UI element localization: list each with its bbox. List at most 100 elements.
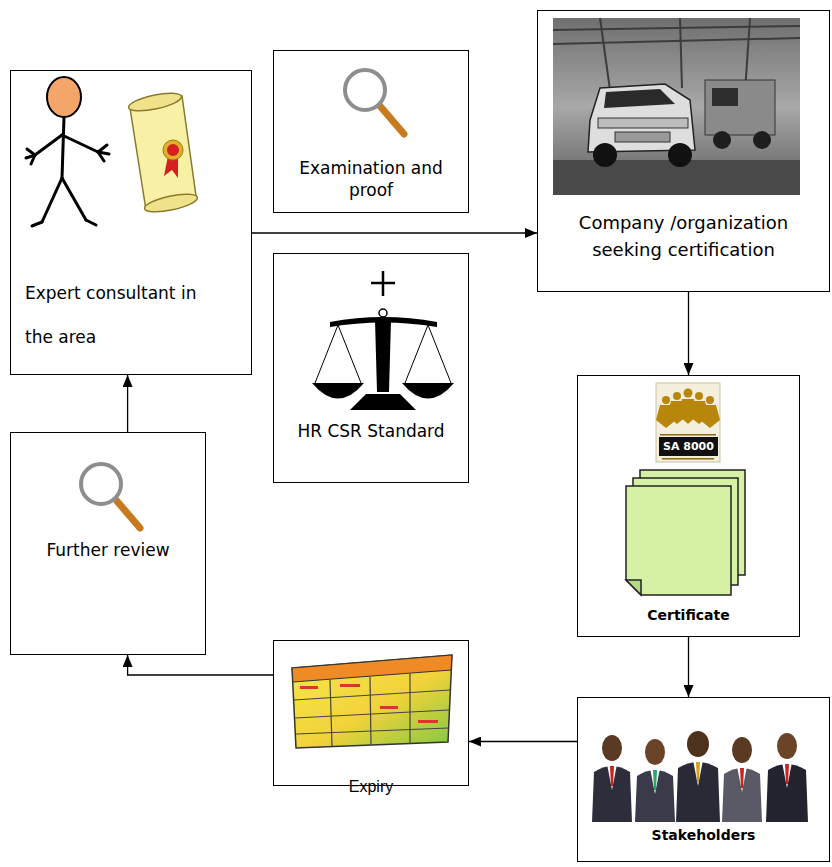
magnifier-icon-part [116, 500, 140, 528]
node-text: Company /organization seeking certificat… [548, 209, 819, 263]
stick-figure-part [62, 178, 86, 220]
stick-figure-part [47, 77, 81, 117]
calendar-icon-part [300, 684, 438, 723]
calendar-icon-part [330, 680, 332, 746]
sa8000-logo-part [662, 396, 670, 404]
people-illustration-part [645, 739, 665, 765]
people-illustration-part [696, 762, 700, 782]
calendar-icon [292, 655, 452, 748]
stick-figure-part [31, 155, 35, 164]
people-illustration-part [592, 735, 632, 822]
people-illustration-part [635, 770, 675, 822]
factory-photo-part [713, 131, 731, 149]
stick-figure-part [42, 178, 62, 222]
scales-icon-part [402, 383, 454, 399]
people-illustration-part [722, 768, 762, 822]
calendar-icon-part [418, 720, 438, 723]
scales-icon-part [375, 320, 391, 392]
stick-figure [26, 77, 109, 226]
people-illustration-part [650, 768, 660, 794]
people-illustration-part [676, 762, 720, 822]
people-illustration-part [766, 733, 808, 822]
sa8000-logo-part [700, 405, 720, 428]
factory-photo-part [615, 132, 670, 142]
people-illustration-part [766, 764, 808, 822]
scales-icon-part [315, 325, 451, 383]
flow-arrow [688, 637, 689, 697]
scales-icon-part [428, 325, 451, 383]
people-illustration-part [740, 768, 744, 788]
people-illustration-part [676, 731, 720, 822]
factory-photo-part [705, 80, 775, 135]
flow-arrow [469, 741, 577, 742]
scroll-icon-part [143, 191, 199, 216]
node-text: Expert consultant in the area [25, 271, 225, 359]
people-illustration [592, 731, 808, 822]
calendar-icon-part [340, 684, 360, 687]
scales-icon-part [379, 309, 387, 317]
review-box: Further review [10, 432, 206, 655]
people-illustration-part [722, 737, 762, 822]
people-illustration-part [782, 762, 792, 788]
people-illustration-part [785, 764, 789, 784]
node-text: SA 8000 [659, 437, 718, 456]
people-illustration-part [607, 764, 617, 790]
scales-icon-part [312, 383, 364, 399]
certificate-pages-part [626, 486, 731, 595]
magnifier-icon-part [380, 106, 404, 134]
people-illustration-part [777, 733, 797, 759]
factory-photo-part [680, 18, 682, 88]
calendar-icon-part [294, 690, 450, 700]
people-illustration-part [592, 766, 632, 822]
node-text: Stakeholders [586, 826, 821, 844]
sa8000-logo-part [706, 396, 714, 404]
scales-icon-part [405, 325, 428, 383]
sa8000-logo-part [662, 458, 714, 460]
factory-photo-part [604, 89, 675, 108]
node-text: HR CSR Standard [282, 420, 460, 442]
plus-symbol-part [371, 282, 395, 285]
people-illustration-part [610, 766, 614, 786]
people-illustration-part [687, 731, 709, 757]
people-illustration-part [693, 760, 703, 786]
scales-icon [312, 309, 454, 410]
magnifier-icon [81, 464, 140, 528]
scroll-icon-part [130, 96, 196, 210]
sa8000-logo-part [684, 389, 693, 398]
certificate-pages [626, 470, 745, 595]
flow-arrow [688, 292, 689, 375]
certificate-pages-part [626, 580, 641, 595]
people-illustration-part [602, 735, 622, 761]
factory-photo-part [593, 143, 617, 167]
people-illustration-part [737, 766, 747, 792]
sa8000-logo-part [695, 392, 703, 400]
people-illustration-part [653, 770, 657, 790]
flow-arrow [127, 375, 128, 432]
scroll-icon-part [127, 90, 183, 115]
stakeholders-box: Stakeholders [577, 697, 830, 862]
plus-symbol [371, 271, 395, 296]
people-illustration-part [732, 737, 752, 763]
sa8000-logo-part [660, 434, 716, 436]
flow-arrow [128, 655, 273, 675]
stick-figure-part [35, 135, 62, 155]
people-illustration-part [635, 739, 675, 822]
calendar-icon-part [292, 655, 452, 748]
factory-photo-part [753, 131, 771, 149]
sa8000-logo [656, 383, 720, 462]
sa8000-logo-part [673, 392, 681, 400]
stick-figure-part [32, 222, 42, 226]
node-text: Further review [19, 539, 197, 561]
factory-photo-part [553, 38, 800, 44]
factory-photo-part [712, 88, 738, 106]
factory-photo [553, 18, 800, 195]
examination-box: Examination and proof [273, 50, 469, 213]
calendar-icon-part [295, 710, 449, 718]
stick-figure-part [98, 152, 104, 161]
magnifier-icon-part [81, 464, 121, 504]
factory-photo-part [553, 26, 800, 30]
calendar-icon-part [409, 674, 410, 744]
stick-figure-part [62, 117, 64, 178]
factory-photo-part [588, 84, 695, 152]
